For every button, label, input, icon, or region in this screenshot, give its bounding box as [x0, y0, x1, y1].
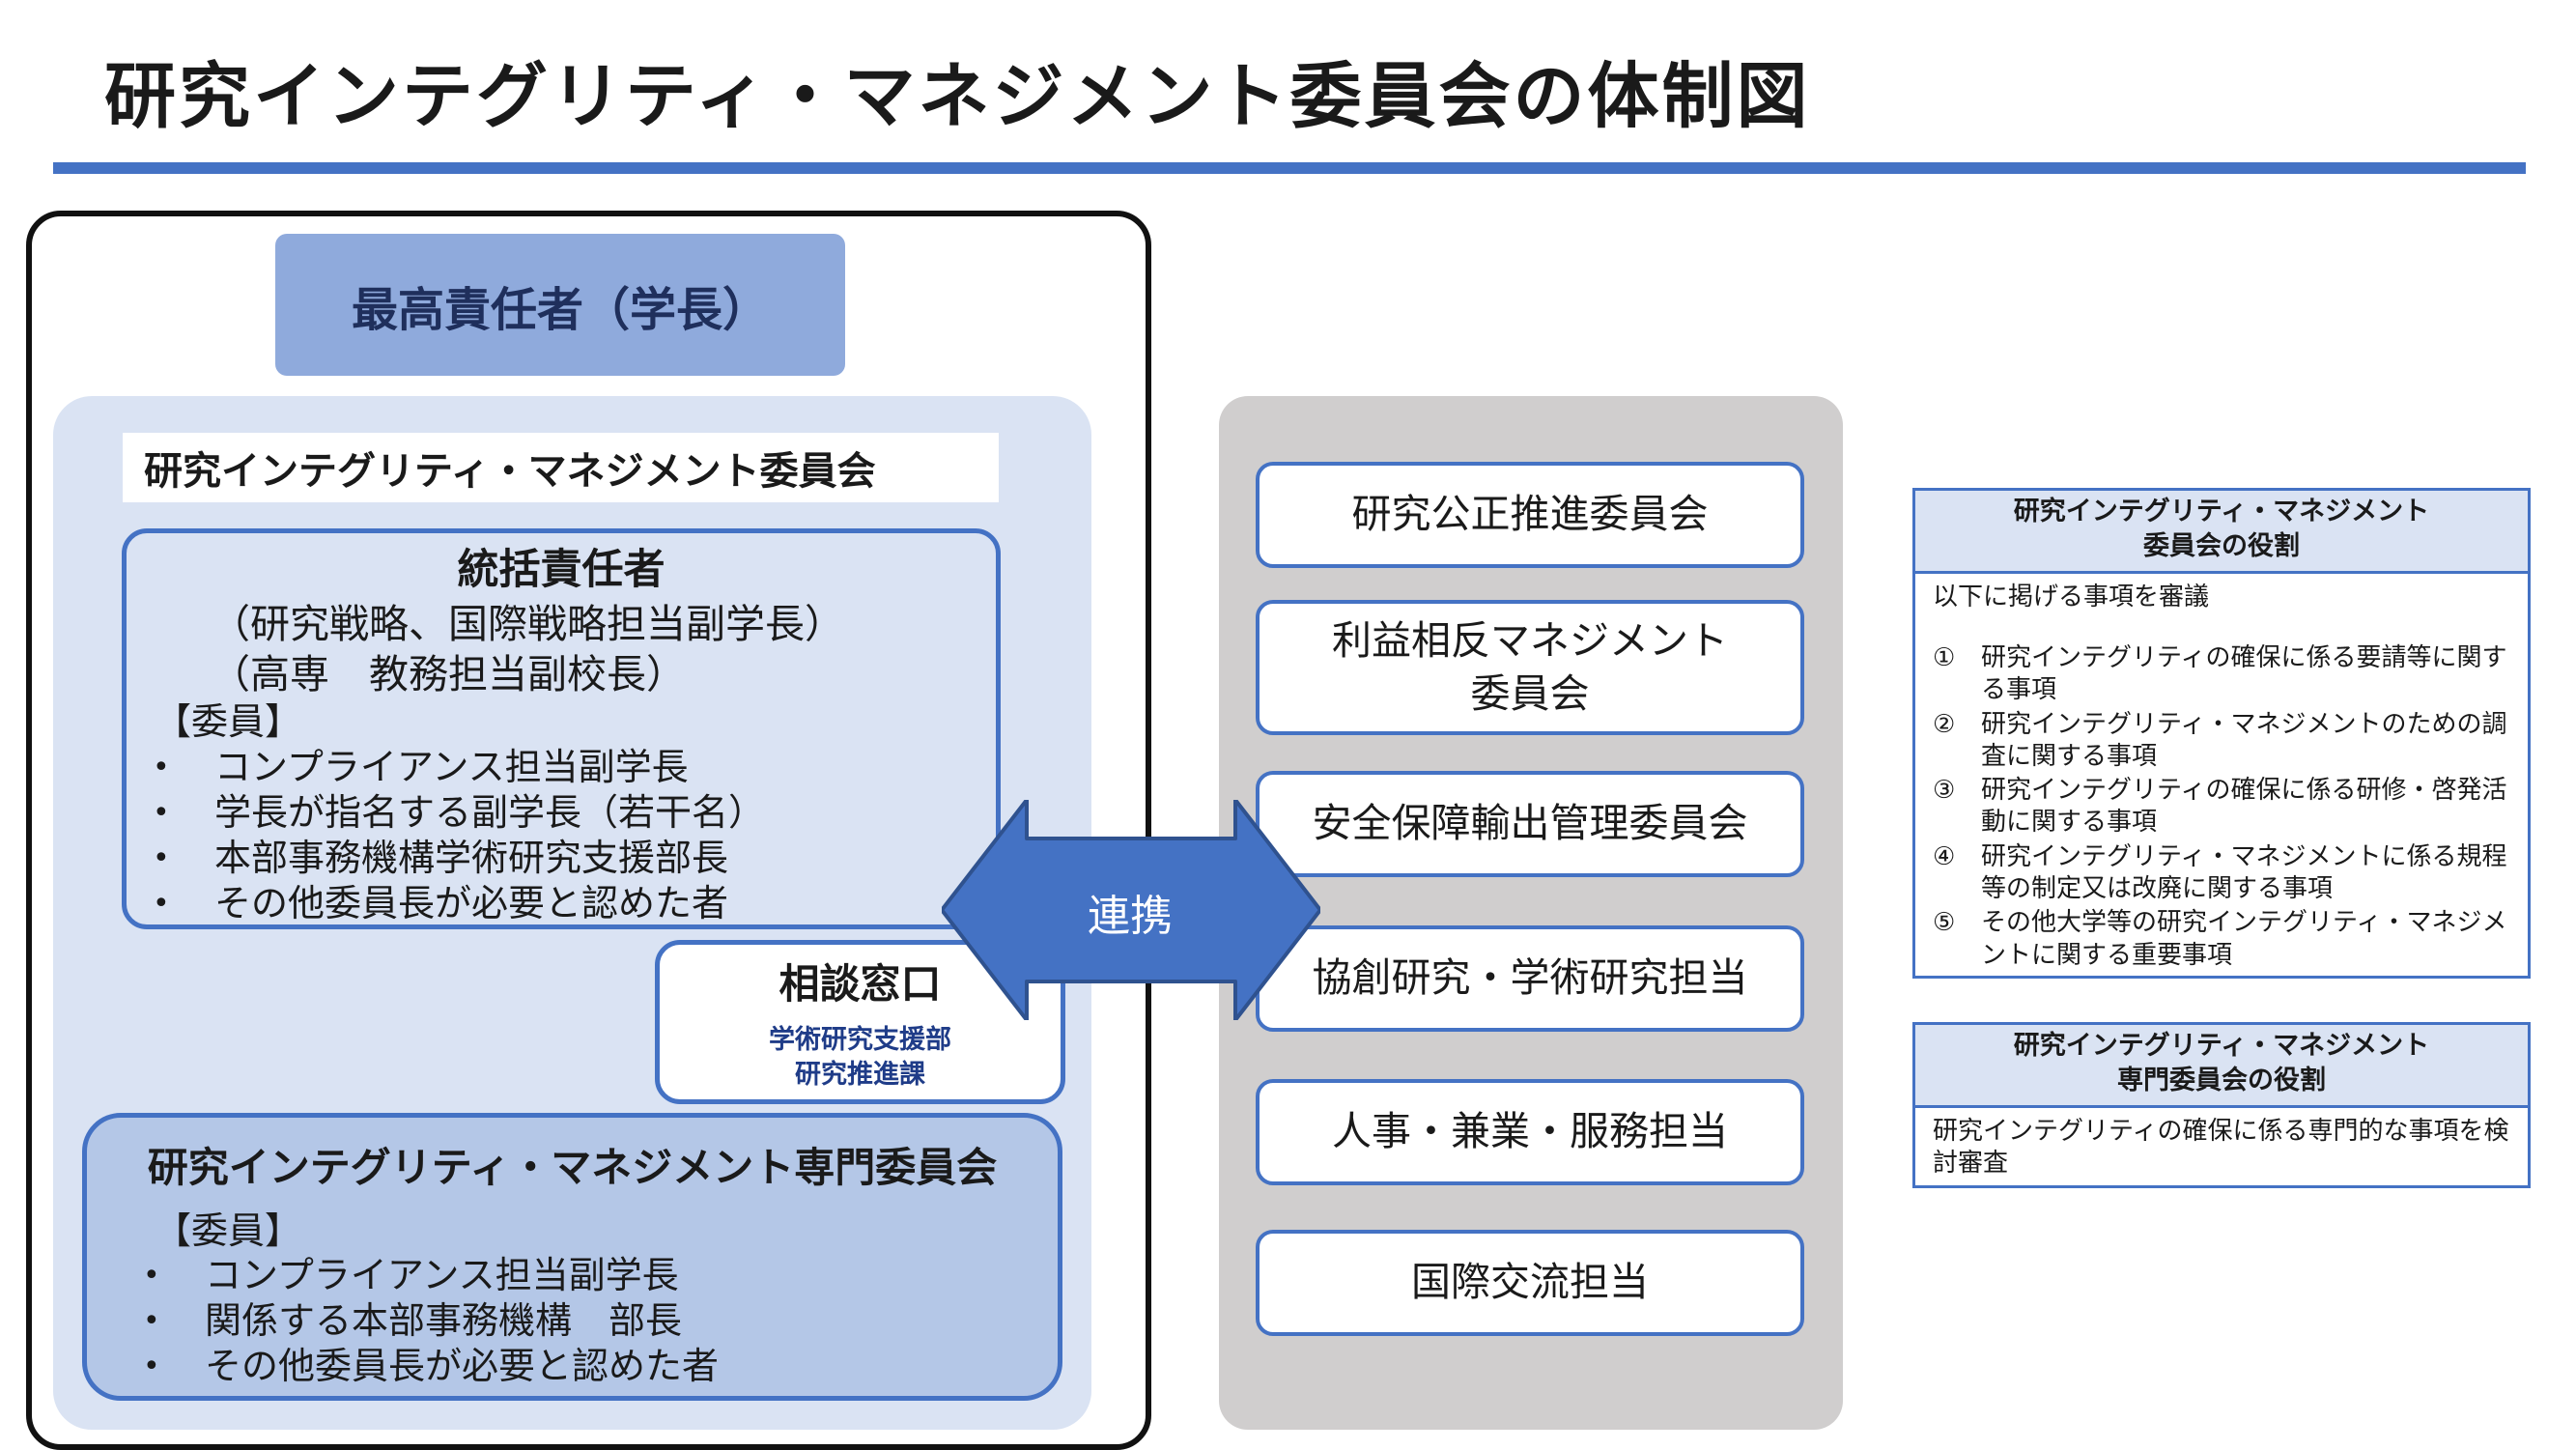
member-item: その他委員長が必要と認めた者 — [205, 1345, 720, 1387]
member-item: その他委員長が必要と認めた者 — [214, 882, 729, 924]
committee-role-intro: 以下に掲げる事項を審議 — [1933, 582, 2210, 611]
double-arrow-icon — [942, 800, 1320, 1020]
consultation-desk-section: 研究推進課 — [795, 1060, 925, 1090]
expert-role-title-1: 研究インテグリティ・マネジメント — [2013, 1031, 2430, 1061]
chief-officer-box: 最高責任者（学長） — [275, 234, 845, 376]
role-item: ④ 研究インテグリティ・マネジメントに係る規程等の制定又は改廃に関する事項 — [1933, 841, 2510, 906]
expert-committee-role-header: 研究インテグリティ・マネジメント 専門委員会の役割 — [1915, 1025, 2528, 1108]
supervisor-title: 統括責任者 — [457, 546, 665, 594]
committee-role-body: 以下に掲げる事項を審議 ① 研究インテグリティの確保に係る要請等に関する事項 ②… — [1915, 574, 2528, 983]
expert-committee-role-box: 研究インテグリティ・マネジメント 専門委員会の役割 研究インテグリティの確保に係… — [1912, 1022, 2531, 1188]
conflict-of-interest-line-1: 利益相反マネジメント — [1332, 616, 1728, 664]
personnel-unit: 人事・兼業・服務担当 — [1256, 1079, 1804, 1185]
supervisor-box — [122, 528, 1001, 929]
bullet: • — [153, 841, 170, 875]
member-item: 学長が指名する副学長（若干名） — [214, 791, 766, 834]
role-item: ③ 研究インテグリティの確保に係る研修・啓発活動に関する事項 — [1933, 775, 2510, 839]
page-title: 研究インテグリティ・マネジメント委員会の体制図 — [104, 55, 1811, 138]
role-item: ② 研究インテグリティ・マネジメントのための調査に関する事項 — [1933, 709, 2510, 774]
supervisor-role-2: （高専 教務担当副校長） — [211, 651, 686, 697]
bullet: • — [153, 887, 170, 921]
supervisor-role-1: （研究戦略、国際戦略担当副学長） — [211, 601, 844, 647]
role-item: ① 研究インテグリティの確保に係る要請等に関する事項 — [1933, 642, 2510, 707]
consultation-desk-department: 学術研究支援部 — [769, 1025, 951, 1055]
organization-frame — [26, 211, 1151, 1450]
member-item: 関係する本部事務機構 部長 — [205, 1299, 683, 1342]
role-item-text: 研究インテグリティの確保に係る研修・啓発活動に関する事項 — [1981, 776, 2507, 838]
committee-label: 研究インテグリティ・マネジメント委員会 — [123, 433, 999, 502]
role-item-number: ⑤ — [1933, 908, 1956, 938]
member-item: コンプライアンス担当副学長 — [214, 746, 689, 788]
role-item-text: 研究インテグリティ・マネジメントに係る規程等の制定又は改廃に関する事項 — [1981, 841, 2507, 903]
role-item-text: 研究インテグリティ・マネジメントのための調査に関する事項 — [1981, 709, 2507, 771]
consultation-desk-title: 相談窓口 — [778, 960, 942, 1008]
committee-role-box: 研究インテグリティ・マネジメント 委員会の役割 以下に掲げる事項を審議 ① 研究… — [1912, 488, 2531, 979]
export-control-committee: 安全保障輸出管理委員会 — [1256, 771, 1804, 877]
role-item-number: ③ — [1933, 776, 1956, 806]
committee-role-header: 研究インテグリティ・マネジメント 委員会の役割 — [1915, 491, 2528, 574]
bullet: • — [153, 796, 170, 830]
double-arrow-shape — [942, 800, 1320, 1020]
role-item-number: ① — [1933, 643, 1956, 673]
expert-committee-title: 研究インテグリティ・マネジメント専門委員会 — [147, 1144, 998, 1191]
conflict-of-interest-line-2: 委員会 — [1470, 670, 1590, 717]
committee-role-title-1: 研究インテグリティ・マネジメント — [2013, 497, 2430, 526]
research-fairness-committee: 研究公正推進委員会 — [1256, 462, 1804, 568]
role-item-number: ④ — [1933, 841, 1956, 871]
member-item: コンプライアンス担当副学長 — [205, 1254, 679, 1296]
committee-role-title-2: 委員会の役割 — [2143, 531, 2300, 562]
role-item-number: ② — [1933, 709, 1956, 739]
co-creation-research-unit: 協創研究・学術研究担当 — [1256, 925, 1804, 1032]
role-item-text: 研究インテグリティの確保に係る要請等に関する事項 — [1981, 643, 2507, 705]
role-item: ⑤ その他大学等の研究インテグリティ・マネジメントに関する重要事項 — [1933, 907, 2510, 972]
international-exchange-unit: 国際交流担当 — [1256, 1230, 1804, 1336]
member-item: 本部事務機構学術研究支援部長 — [214, 837, 729, 879]
collaboration-label: 連携 — [1088, 892, 1173, 941]
bullet: • — [143, 1350, 160, 1383]
expert-role-title-2: 専門委員会の役割 — [2117, 1066, 2326, 1096]
role-item-text: その他大学等の研究インテグリティ・マネジメントに関する重要事項 — [1981, 908, 2507, 970]
expert-committee-box — [82, 1113, 1062, 1401]
bullet: • — [143, 1259, 160, 1293]
supervisor-members-heading: 【委員】 — [155, 700, 302, 743]
bullet: • — [153, 751, 170, 784]
title-underline — [53, 162, 2526, 174]
expert-role-text: 研究インテグリティの確保に係る専門的な事項を検討審査 — [1933, 1116, 2509, 1179]
expert-members-heading: 【委員】 — [155, 1209, 302, 1252]
bullet: • — [143, 1304, 160, 1338]
conflict-of-interest-committee: 利益相反マネジメント 委員会 — [1256, 600, 1804, 735]
